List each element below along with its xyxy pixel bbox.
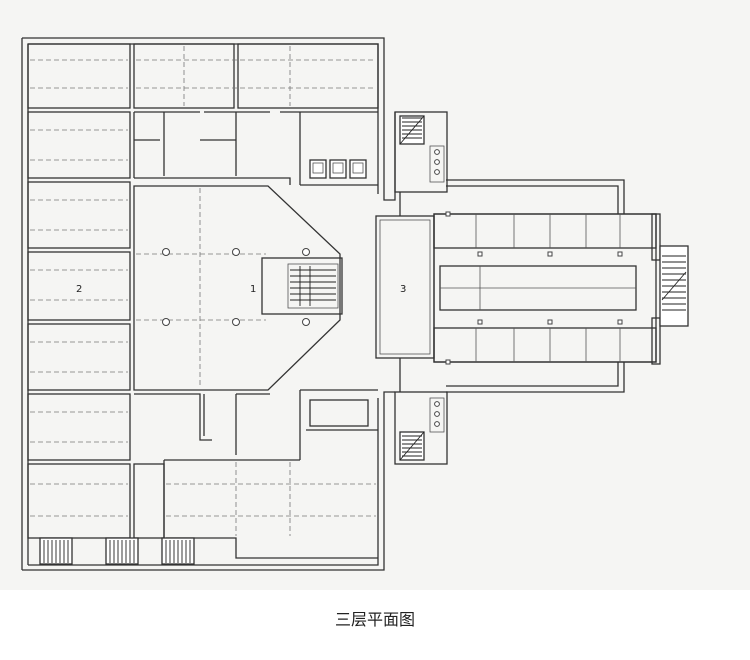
drawing-caption: 三层平面图: [334, 610, 415, 629]
entrance-stair-blocks: [39, 537, 195, 565]
zone-label-1: 1: [250, 284, 256, 295]
top-room-row: [133, 43, 379, 186]
central-hall: [133, 185, 343, 391]
drawing-sheet: 2 1 3: [0, 0, 750, 590]
right-wing: [375, 179, 689, 393]
left-room-stack: [27, 43, 131, 539]
third-floor-plan-drawing: 2 1 3: [21, 37, 689, 571]
upper-right-core: [394, 111, 448, 193]
zone-label-2: 2: [76, 284, 82, 295]
zone-label-3: 3: [400, 284, 406, 295]
lower-right-core: [394, 391, 448, 465]
lower-room-area: [133, 389, 378, 559]
main-block-outer-wall: [21, 37, 396, 571]
